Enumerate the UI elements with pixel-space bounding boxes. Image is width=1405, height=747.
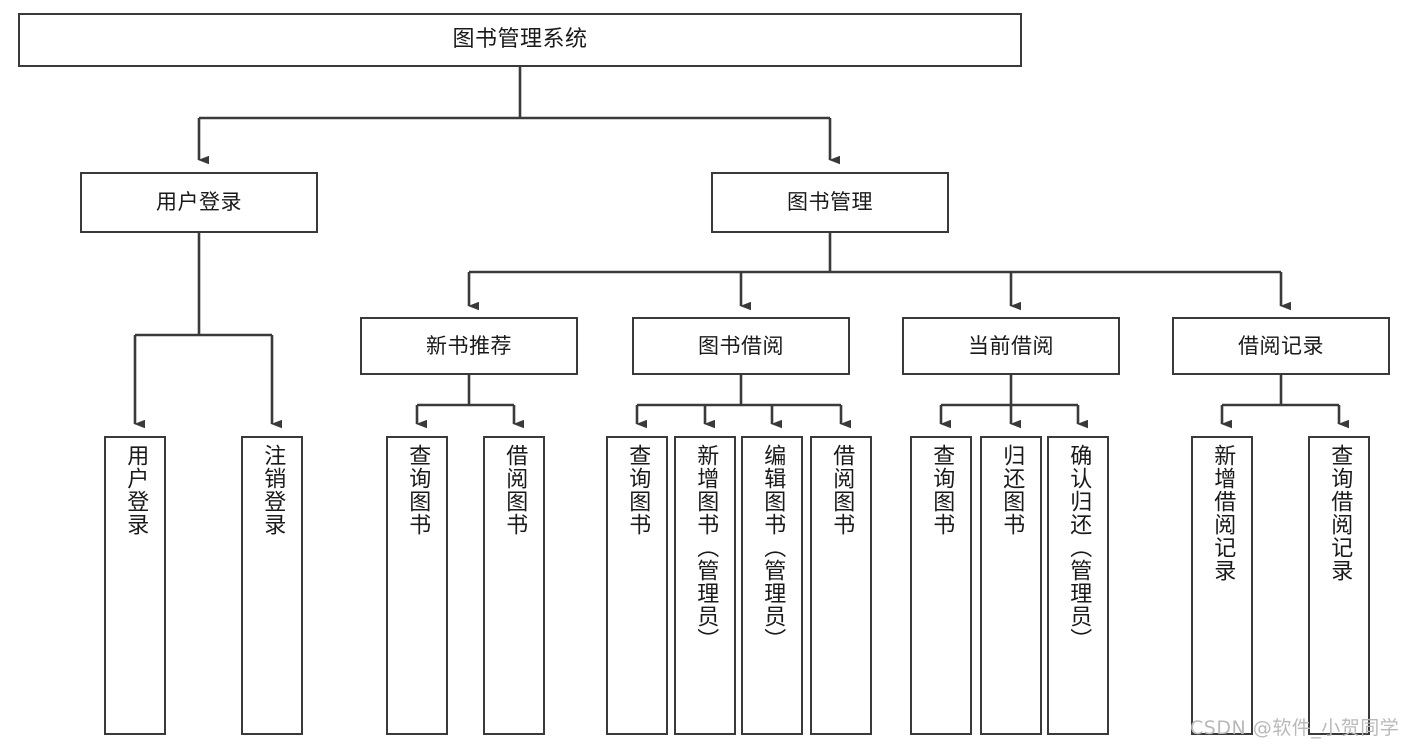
leaf-borrow-book[interactable]: 借阅图书 (810, 436, 872, 735)
node-label: 新书推荐 (426, 333, 512, 358)
node-label: 查询图书 (625, 444, 651, 536)
leaf-return-book[interactable]: 归还图书 (980, 436, 1042, 735)
node-book-borrow[interactable]: 图书借阅 (632, 317, 850, 375)
node-label: 图书借阅 (698, 333, 784, 358)
node-current-borrow[interactable]: 当前借阅 (902, 317, 1120, 375)
leaf-query-borrow-record[interactable]: 查询借阅记录 (1308, 436, 1370, 735)
node-label: 查询借阅记录 (1327, 444, 1353, 582)
leaf-add-borrow-record[interactable]: 新增借阅记录 (1191, 436, 1253, 735)
leaf-logout-login[interactable]: 注销登录 (241, 436, 303, 735)
node-label: 借阅图书 (502, 444, 528, 536)
node-label: 编辑图书（管理员） (760, 444, 786, 651)
node-label: 图书管理 (787, 190, 873, 215)
node-label: 查询图书 (929, 444, 955, 536)
node-new-book-recommend[interactable]: 新书推荐 (360, 317, 578, 375)
node-label: 新增借阅记录 (1210, 444, 1236, 582)
node-label: 当前借阅 (968, 333, 1054, 358)
node-label: 借阅记录 (1238, 333, 1324, 358)
leaf-query-book-borrow[interactable]: 查询图书 (606, 436, 668, 735)
node-borrow-record[interactable]: 借阅记录 (1172, 317, 1390, 375)
node-label: 借阅图书 (829, 444, 855, 536)
node-label: 查询图书 (405, 444, 431, 536)
node-label: 注销登录 (260, 444, 286, 536)
leaf-user-login[interactable]: 用户登录 (104, 436, 166, 735)
node-label: 用户登录 (156, 190, 242, 215)
node-root-book-management-system[interactable]: 图书管理系统 (18, 13, 1022, 67)
node-label: 确认归还（管理员） (1066, 444, 1092, 651)
leaf-add-book-admin[interactable]: 新增图书（管理员） (674, 436, 736, 735)
node-book-management[interactable]: 图书管理 (711, 172, 949, 233)
node-label: 用户登录 (123, 444, 149, 536)
leaf-borrow-book-recommend[interactable]: 借阅图书 (483, 436, 545, 735)
node-label: 图书管理系统 (452, 27, 588, 53)
node-label: 新增图书（管理员） (693, 444, 719, 651)
leaf-query-book-recommend[interactable]: 查询图书 (386, 436, 448, 735)
leaf-confirm-return-admin[interactable]: 确认归还（管理员） (1047, 436, 1109, 735)
node-label: 归还图书 (999, 444, 1025, 536)
node-user-login[interactable]: 用户登录 (80, 172, 318, 233)
leaf-edit-book-admin[interactable]: 编辑图书（管理员） (741, 436, 803, 735)
leaf-query-book-current[interactable]: 查询图书 (910, 436, 972, 735)
watermark-text: CSDN @软件_小贺同学 (1190, 717, 1400, 739)
